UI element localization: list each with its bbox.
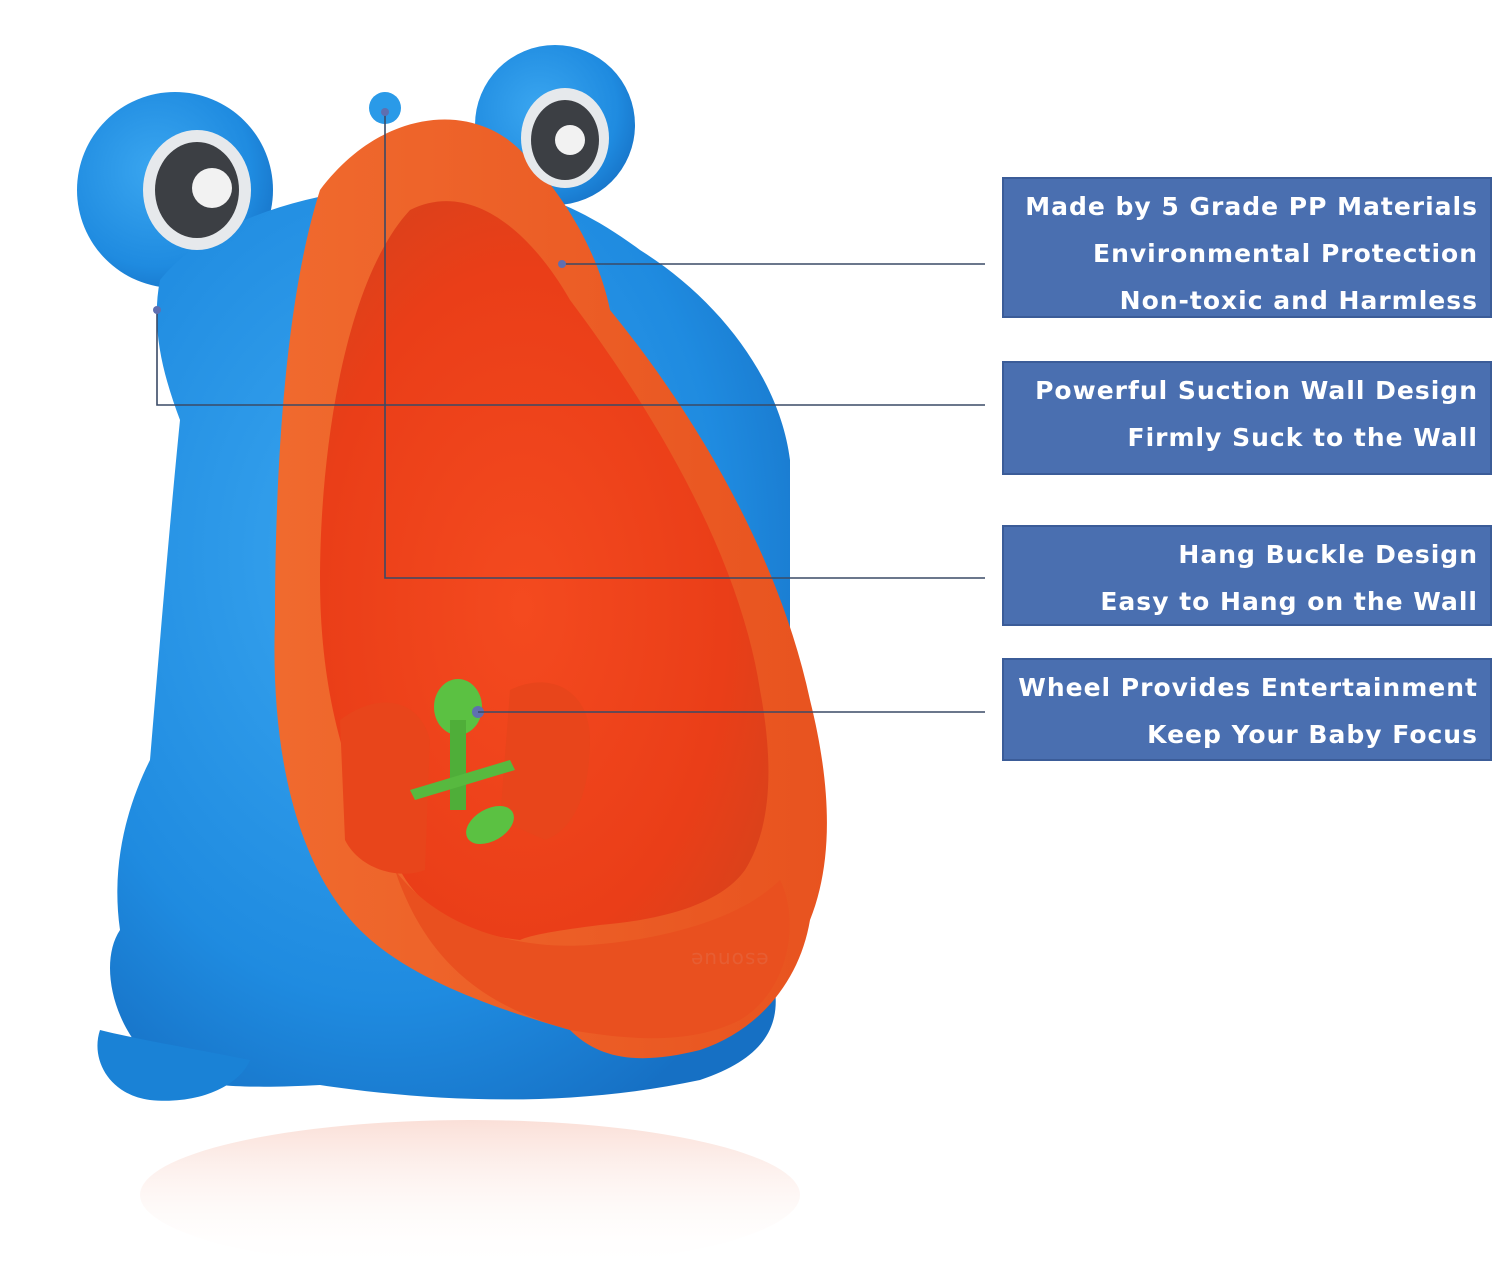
floor-reflection (140, 1120, 800, 1268)
callout-line: Hang Buckle Design (1178, 540, 1478, 569)
callout-line: Powerful Suction Wall Design (1035, 376, 1478, 405)
leader-lines (156, 112, 985, 713)
callout-line: Easy to Hang on the Wall (1100, 587, 1478, 616)
left-eye (143, 130, 251, 250)
bowl-inner (320, 201, 769, 941)
leader-dot-suction (153, 306, 161, 314)
wheel-stand-left (340, 702, 430, 874)
frog-foot (97, 1030, 250, 1101)
callout-line: Environmental Protection (1093, 239, 1478, 268)
callout-buckle: Hang Buckle Design Easy to Hang on the W… (1002, 525, 1492, 626)
right-eye (521, 88, 609, 188)
callout-suction: Powerful Suction Wall Design Firmly Suck… (1002, 361, 1492, 475)
callout-materials: Made by 5 Grade PP Materials Environment… (1002, 177, 1492, 318)
wheel-stand-right (500, 682, 590, 840)
leader-line-suction (156, 310, 985, 406)
leader-dot-buckle (381, 108, 389, 116)
brand-mark: esonue (690, 948, 769, 972)
leader-dot-materials (558, 260, 566, 268)
callout-wheel: Wheel Provides Entertainment Keep Your B… (1002, 658, 1492, 761)
bowl-lip (395, 870, 790, 1039)
callout-line: Non-toxic and Harmless (1119, 286, 1478, 315)
leader-line-buckle (384, 112, 985, 579)
callout-line: Firmly Suck to the Wall (1127, 423, 1478, 452)
callout-line: Made by 5 Grade PP Materials (1025, 192, 1478, 221)
callout-line: Wheel Provides Entertainment (1018, 673, 1478, 702)
callout-line: Keep Your Baby Focus (1147, 720, 1478, 749)
